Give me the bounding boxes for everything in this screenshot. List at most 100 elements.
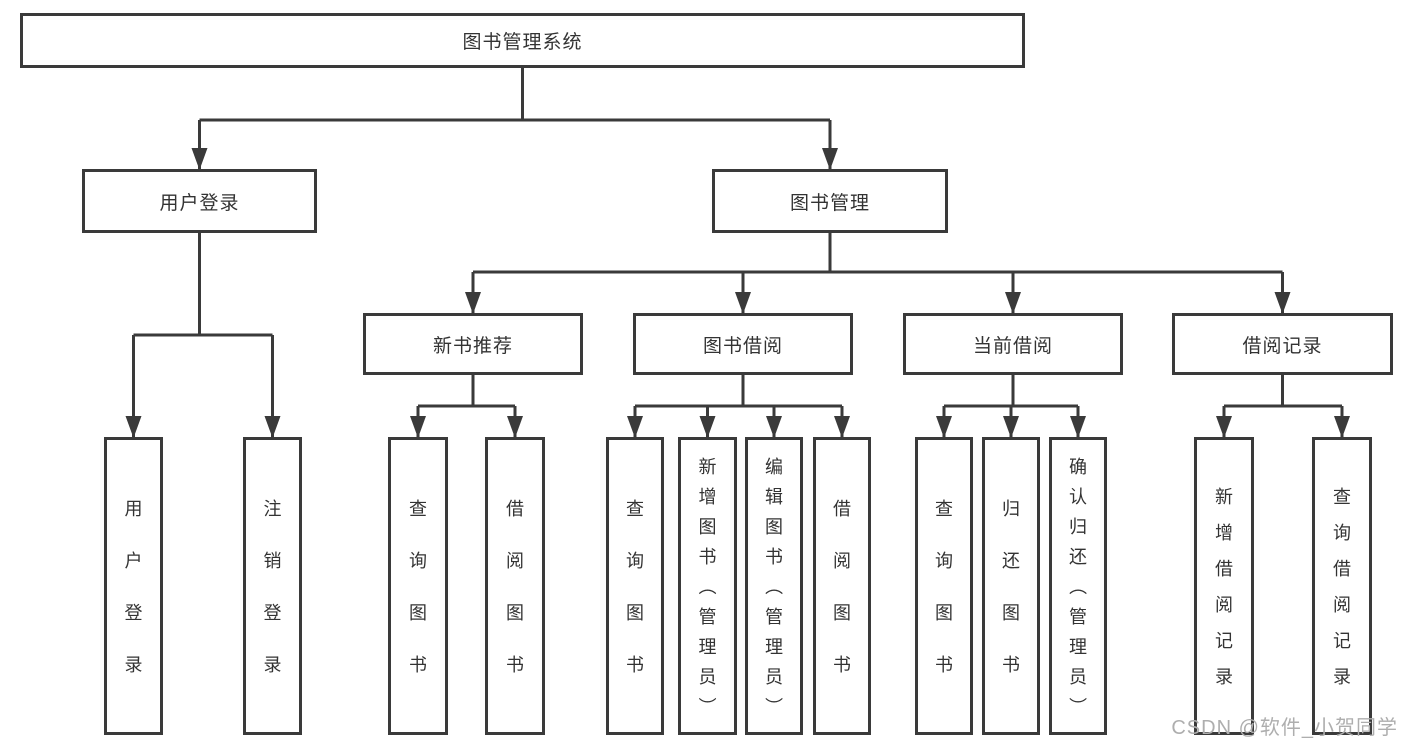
vertical-char: 员 <box>765 667 783 687</box>
node-label-vertical: 确认归还（管理员） <box>1052 440 1104 732</box>
vertical-char: 书 <box>1002 655 1020 675</box>
node-leaf-bb-add: 新增图书（管理员） <box>678 437 737 735</box>
vertical-paren: ） <box>763 697 783 715</box>
vertical-char: 归 <box>1002 499 1020 519</box>
node-library-system: 图书管理系统 <box>20 13 1025 68</box>
node-label: 图书管理 <box>789 192 870 214</box>
vertical-char: 借 <box>1215 559 1233 579</box>
arrowhead-down-icon <box>191 148 208 170</box>
arrowhead-down-icon <box>1334 416 1350 438</box>
vertical-char: 图 <box>765 517 783 537</box>
node-user-login: 用户登录 <box>82 169 317 233</box>
node-label-vertical: 用户登录 <box>107 440 160 732</box>
node-label-vertical: 编辑图书（管理员） <box>748 440 800 732</box>
vertical-char: 增 <box>698 487 717 507</box>
vertical-char: 借 <box>506 499 524 519</box>
vertical-char: 新 <box>1215 487 1233 507</box>
node-leaf-br-query: 查询借阅记录 <box>1312 437 1372 735</box>
vertical-char: 增 <box>1215 523 1233 543</box>
vertical-char: 图 <box>506 603 524 623</box>
vertical-char: 注 <box>263 499 282 519</box>
vertical-char: 编 <box>765 457 783 477</box>
vertical-char: 借 <box>833 499 851 519</box>
node-borrow-records: 借阅记录 <box>1172 313 1393 375</box>
node-label-vertical: 查询图书 <box>918 440 970 732</box>
node-new-book-recommend: 新书推荐 <box>363 313 583 375</box>
vertical-char: 阅 <box>1333 595 1351 615</box>
node-label-vertical: 注销登录 <box>246 440 299 732</box>
vertical-char: 图 <box>935 603 953 623</box>
vertical-char: 员 <box>698 667 717 687</box>
vertical-char: 书 <box>626 655 644 675</box>
node-leaf-bb-borrow: 借阅图书 <box>813 437 871 735</box>
vertical-char: 图 <box>409 603 427 623</box>
node-label-vertical: 借阅图书 <box>488 440 542 732</box>
vertical-char: 辑 <box>765 487 783 507</box>
node-book-borrow: 图书借阅 <box>633 313 853 375</box>
vertical-char: 图 <box>833 603 851 623</box>
node-label: 图书管理系统 <box>462 32 583 53</box>
arrowhead-down-icon <box>1070 416 1086 438</box>
node-leaf-cb-confirm: 确认归还（管理员） <box>1049 437 1107 735</box>
vertical-char: 管 <box>765 607 783 627</box>
arrowhead-down-icon <box>125 416 142 438</box>
vertical-char: 录 <box>1333 667 1351 687</box>
vertical-char: 确 <box>1069 457 1087 477</box>
vertical-char: 认 <box>1069 487 1087 507</box>
node-label-vertical: 归还图书 <box>985 440 1037 732</box>
vertical-char: 阅 <box>833 551 851 571</box>
arrowhead-down-icon <box>766 416 782 438</box>
node-leaf-br-add: 新增借阅记录 <box>1194 437 1254 735</box>
node-label-vertical: 查询图书 <box>609 440 661 732</box>
vertical-char: 管 <box>1069 607 1087 627</box>
vertical-char: 录 <box>1215 667 1233 687</box>
vertical-char: 书 <box>409 655 427 675</box>
vertical-char: 录 <box>124 655 143 675</box>
arrowhead-down-icon <box>699 416 716 438</box>
vertical-char: 查 <box>1333 487 1351 507</box>
arrowhead-down-icon <box>627 416 643 438</box>
vertical-char: 户 <box>124 551 143 571</box>
node-label-vertical: 查询借阅记录 <box>1315 440 1369 732</box>
vertical-char: 图 <box>698 517 717 537</box>
arrowhead-down-icon <box>507 416 523 438</box>
vertical-char: 员 <box>1069 667 1087 687</box>
vertical-char: 书 <box>935 655 953 675</box>
vertical-char: 登 <box>263 603 282 623</box>
vertical-char: 询 <box>1333 523 1351 543</box>
vertical-char: 归 <box>1069 517 1087 537</box>
vertical-paren: （ <box>763 577 783 595</box>
node-leaf-user-login: 用户登录 <box>104 437 163 735</box>
node-leaf-cb-query: 查询图书 <box>915 437 973 735</box>
node-leaf-nbr-query: 查询图书 <box>388 437 448 735</box>
node-label-vertical: 新增借阅记录 <box>1197 440 1251 732</box>
node-label: 新书推荐 <box>432 335 513 357</box>
node-label: 借阅记录 <box>1242 335 1323 357</box>
vertical-char: 查 <box>626 499 644 519</box>
arrowhead-down-icon <box>822 148 838 170</box>
node-label-vertical: 查询图书 <box>391 440 445 732</box>
vertical-char: 理 <box>765 637 783 657</box>
vertical-char: 用 <box>124 499 143 519</box>
vertical-char: 查 <box>935 499 953 519</box>
vertical-char: 询 <box>935 551 953 571</box>
vertical-paren: （ <box>1067 577 1087 595</box>
vertical-char: 借 <box>1333 559 1351 579</box>
arrowhead-down-icon <box>264 416 281 438</box>
arrowhead-down-icon <box>1274 292 1291 314</box>
arrowhead-down-icon <box>1003 416 1019 438</box>
vertical-char: 还 <box>1069 547 1087 567</box>
node-leaf-nbr-borrow: 借阅图书 <box>485 437 545 735</box>
vertical-char: 记 <box>1333 631 1351 651</box>
vertical-char: 理 <box>1069 637 1087 657</box>
vertical-char: 询 <box>409 551 427 571</box>
arrowhead-down-icon <box>1216 416 1232 438</box>
node-label-vertical: 新增图书（管理员） <box>681 440 734 732</box>
vertical-char: 书 <box>698 547 717 567</box>
vertical-char: 管 <box>698 607 717 627</box>
node-label: 图书借阅 <box>702 335 783 357</box>
vertical-paren: ） <box>696 697 717 715</box>
arrowhead-down-icon <box>936 416 952 438</box>
